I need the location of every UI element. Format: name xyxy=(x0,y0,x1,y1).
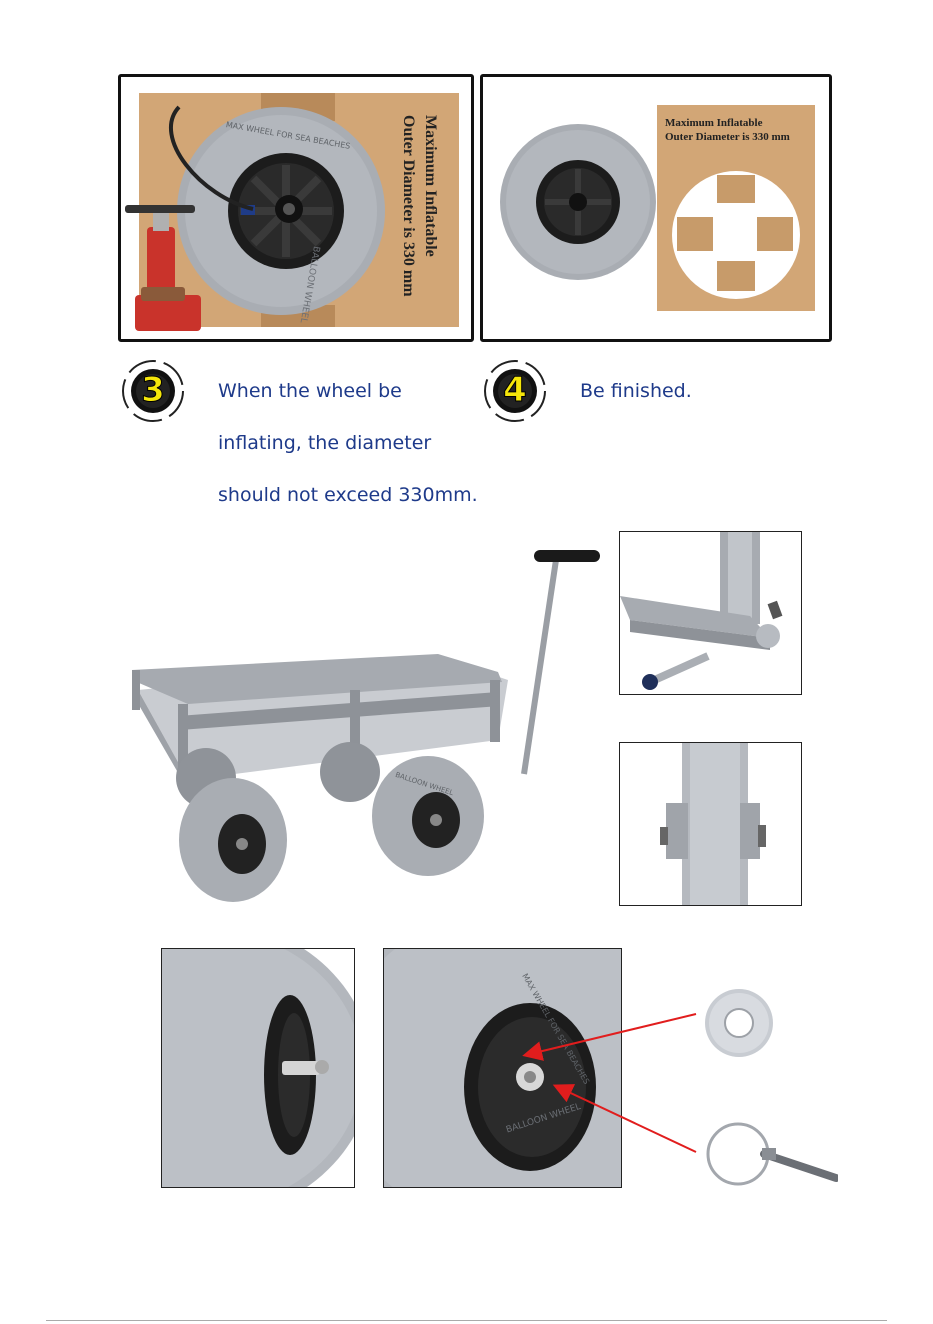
step3-text-line3: should not exceed 330mm. xyxy=(218,486,478,505)
photo-panel-handle-assembled xyxy=(619,742,802,906)
box-text-line1: Maximum Inflatable xyxy=(421,115,439,257)
step3-text-line1: When the wheel be xyxy=(218,382,402,401)
box-text-line2: Outer Diameter is 330 mm xyxy=(399,115,417,297)
step4-number: 4 xyxy=(500,370,530,410)
photo-panel-axle xyxy=(161,948,355,1188)
lynch-pin-icon xyxy=(704,1118,838,1192)
washer-icon xyxy=(702,986,776,1060)
step3-number: 3 xyxy=(138,370,168,410)
callout-arrows xyxy=(500,1000,720,1160)
handle-bolt-illustration xyxy=(620,532,802,695)
handle-assembled-illustration xyxy=(620,743,802,906)
cart-illustration xyxy=(118,540,618,910)
photo-panel-finished: Maximum Inflatable Outer Diameter is 330… xyxy=(480,74,832,342)
step3-text-line2: inflating, the diameter xyxy=(218,434,431,453)
template-text-line2: Outer Diameter is 330 mm xyxy=(665,131,790,143)
template-text-line1: Maximum Inflatable xyxy=(665,117,762,129)
footer-divider xyxy=(46,1320,887,1321)
step4-text-line1: Be finished. xyxy=(580,382,692,401)
photo-panel-handle-bolt xyxy=(619,531,802,695)
photo-panel-inflating: Maximum Inflatable Outer Diameter is 330… xyxy=(118,74,474,342)
axle-illustration xyxy=(162,949,355,1188)
